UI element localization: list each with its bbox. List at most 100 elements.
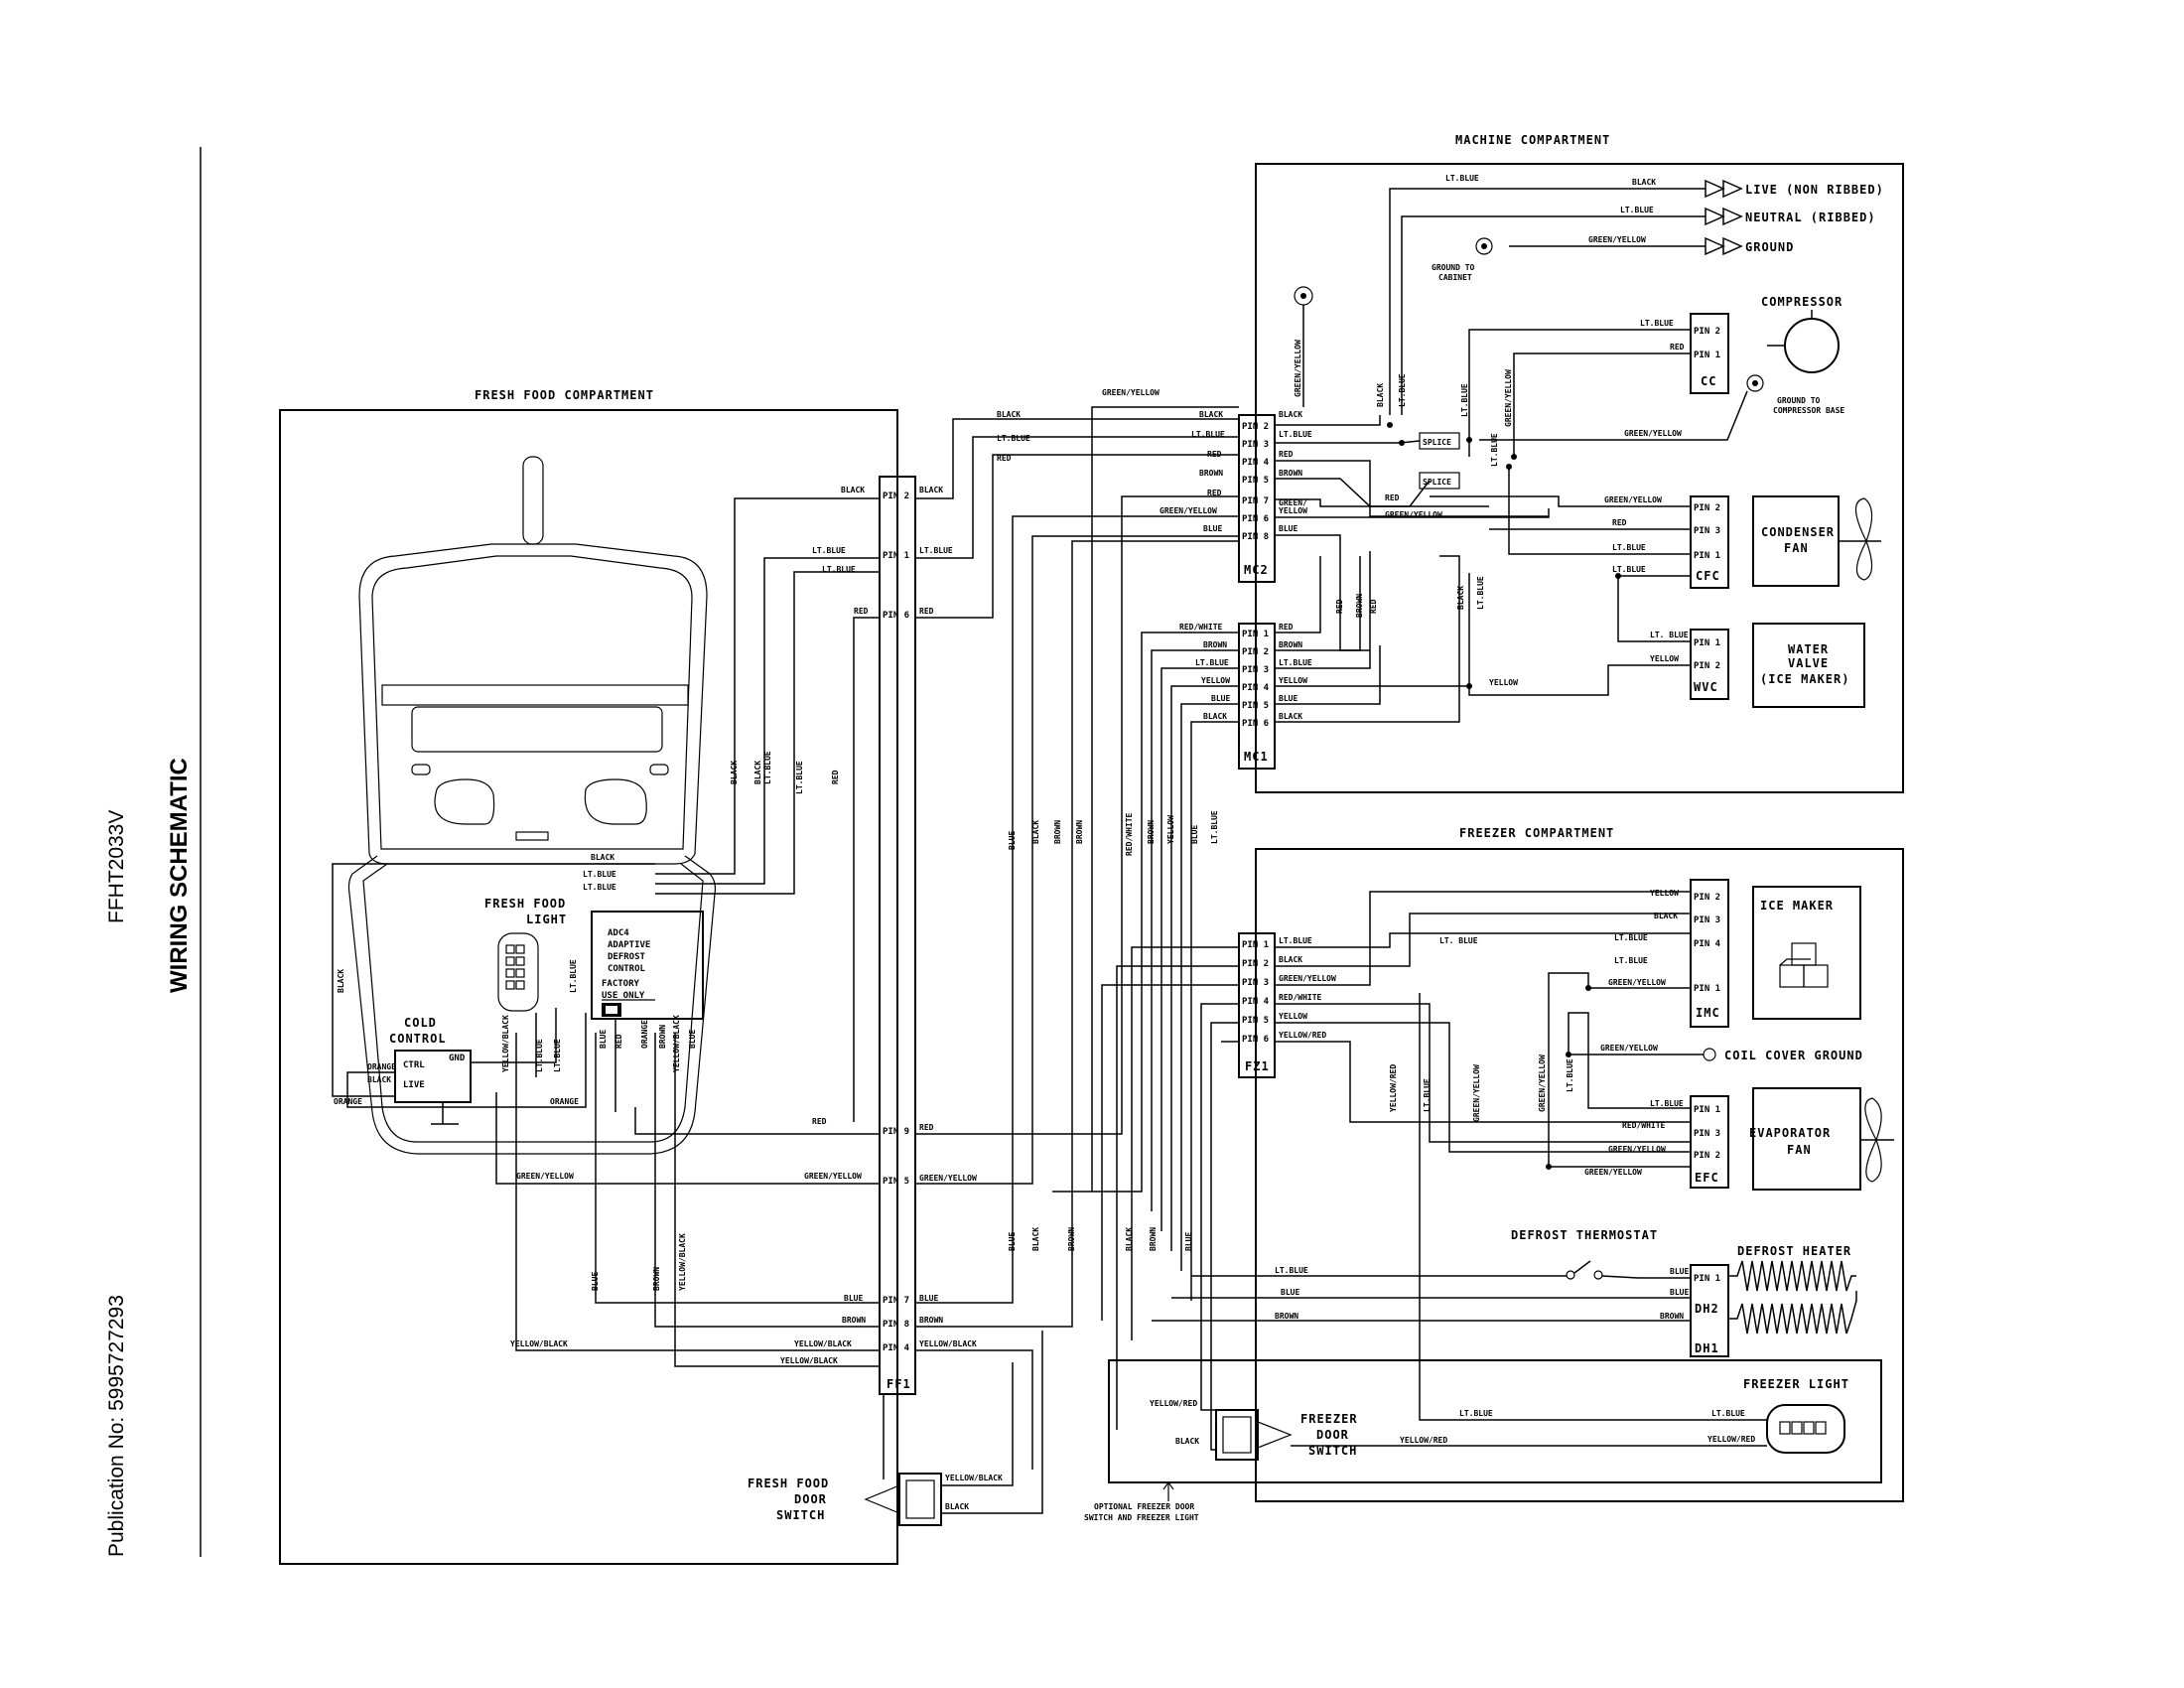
svg-text:CONDENSER: CONDENSER [1761,525,1835,539]
svg-text:CC: CC [1701,374,1716,388]
model-number: FFHT2033V [105,810,128,923]
svg-text:YELLOW/RED: YELLOW/RED [1150,1399,1197,1408]
svg-text:YELLOW: YELLOW [1279,1012,1307,1021]
svg-text:GROUND TO: GROUND TO [1432,263,1475,272]
coil-cover-ground: COIL COVER GROUND [1703,1048,1863,1062]
svg-text:COIL COVER GROUND: COIL COVER GROUND [1724,1049,1863,1062]
svg-text:LT.BLUE: LT.BLUE [812,546,846,555]
svg-text:CONTROL: CONTROL [608,964,646,974]
svg-text:PIN 7: PIN 7 [883,1296,909,1306]
svg-text:PIN 1: PIN 1 [1242,940,1269,950]
condenser-fan: PIN 2 PIN 3 PIN 1 CFC CONDENSER FAN [1690,495,1881,589]
svg-text:BLACK: BLACK [1125,1227,1134,1251]
svg-text:GROUND TO: GROUND TO [1777,396,1821,405]
svg-text:BROWN: BROWN [1279,469,1302,478]
svg-text:PIN 3: PIN 3 [1242,440,1269,450]
svg-text:LT.BLUE: LT.BLUE [1279,430,1312,439]
svg-text:LT.BLUE: LT.BLUE [1711,1409,1745,1418]
svg-text:BLUE: BLUE [1670,1288,1689,1297]
svg-text:BROWN: BROWN [1279,640,1302,649]
svg-text:PIN 8: PIN 8 [883,1320,909,1330]
svg-text:YELLOW: YELLOW [1279,506,1307,515]
svg-text:GREEN/YELLOW: GREEN/YELLOW [1160,506,1217,515]
svg-text:PIN 2: PIN 2 [1242,647,1269,657]
svg-text:LT.BLUE: LT.BLUE [763,751,772,784]
svg-text:ORANGE: ORANGE [367,1062,396,1071]
svg-text:BROWN: BROWN [1067,1227,1076,1251]
defrost-heater: PIN 1 DH2 DH1 DEFROST HEATER [1690,1244,1857,1357]
svg-text:LT.BLUE: LT.BLUE [1612,543,1646,552]
svg-text:BROWN: BROWN [1075,820,1084,844]
compressor: PIN 2 PIN 1 CC COMPRESSOR GROUND TO COMP… [1690,295,1844,415]
svg-text:PIN 2: PIN 2 [1694,503,1720,513]
svg-text:BLUE: BLUE [1281,1288,1299,1297]
svg-text:YELLOW/RED: YELLOW/RED [1707,1435,1755,1444]
svg-text:PIN 4: PIN 4 [1242,458,1270,468]
svg-text:DOOR: DOOR [1316,1428,1349,1442]
svg-text:BROWN: BROWN [919,1316,943,1325]
svg-text:BLACK: BLACK [1654,912,1678,920]
svg-text:SPLICE: SPLICE [1423,478,1451,487]
svg-text:FZ1: FZ1 [1245,1059,1270,1073]
svg-text:GREEN/YELLOW: GREEN/YELLOW [1584,1168,1642,1177]
svg-text:GREEN/YELLOW: GREEN/YELLOW [804,1172,862,1181]
svg-text:CABINET: CABINET [1438,273,1472,282]
svg-text:BLUE: BLUE [1279,694,1297,703]
svg-text:RED: RED [1279,623,1294,632]
svg-text:CFC: CFC [1696,569,1720,583]
svg-text:SPLICE: SPLICE [1423,438,1451,447]
splice-lower: SPLICE [1419,472,1460,490]
svg-text:BLACK: BLACK [1031,820,1040,844]
defrost-thermostat: DEFROST THERMOSTAT [1511,1228,1657,1280]
svg-text:BROWN: BROWN [1355,594,1364,618]
svg-text:BLUE: BLUE [1279,524,1297,533]
svg-text:BLACK: BLACK [1031,1227,1040,1251]
freezer-compartment-box [1255,848,1904,1502]
svg-text:BLACK: BLACK [1199,410,1223,419]
svg-text:RED: RED [919,607,934,616]
svg-text:BROWN: BROWN [1199,469,1223,478]
svg-text:PIN 3: PIN 3 [1242,978,1269,988]
svg-text:YELLOW/BLACK: YELLOW/BLACK [501,1015,510,1072]
svg-text:RED: RED [1670,343,1685,352]
svg-text:BLUE: BLUE [688,1030,697,1049]
svg-text:GROUND: GROUND [1745,240,1794,254]
svg-text:RED/WHITE: RED/WHITE [1279,993,1322,1002]
connector-mc2: MC2 [1238,414,1276,583]
svg-text:RED: RED [997,454,1012,463]
svg-text:SWITCH: SWITCH [776,1508,825,1522]
svg-text:PIN 4: PIN 4 [1242,683,1270,693]
svg-text:BROWN: BROWN [652,1267,661,1291]
fresh-food-compartment-box [279,409,898,1565]
svg-text:DEFROST HEATER: DEFROST HEATER [1737,1244,1851,1258]
fresh-food-door-switch: FRESH FOOD DOOR SWITCH [748,1473,942,1526]
svg-text:BLACK: BLACK [945,1502,969,1511]
side-title: WIRING SCHEMATIC [166,758,193,993]
svg-text:PIN 2: PIN 2 [1694,1151,1720,1161]
freezer-light: FREEZER LIGHT [1743,1377,1848,1454]
svg-text:PIN 1: PIN 1 [883,551,909,561]
machine-compartment-title: MACHINE COMPARTMENT [1455,133,1610,147]
svg-text:GREEN/YELLOW: GREEN/YELLOW [1604,495,1662,504]
svg-text:PIN 2: PIN 2 [1242,422,1269,432]
svg-text:PIN 2: PIN 2 [1694,661,1720,671]
svg-text:GREEN/YELLOW: GREEN/YELLOW [1279,974,1336,983]
svg-text:LT.BLUE: LT.BLUE [1279,658,1312,667]
svg-text:BLACK: BLACK [919,486,943,494]
svg-text:BROWN: BROWN [1147,820,1156,844]
svg-text:LT.BLUE: LT.BLUE [1476,576,1485,610]
svg-text:LT.BLUE: LT.BLUE [795,761,804,794]
svg-text:LT.BLUE: LT.BLUE [1614,956,1648,965]
svg-text:LT.BLUE: LT.BLUE [1191,430,1225,439]
svg-text:LT.BLUE: LT.BLUE [919,546,953,555]
svg-text:EFC: EFC [1695,1171,1719,1185]
svg-text:RED: RED [1612,518,1627,527]
svg-text:YELLOW/BLACK: YELLOW/BLACK [919,1339,977,1348]
svg-text:MC1: MC1 [1244,750,1269,764]
svg-text:GREEN/YELLOW: GREEN/YELLOW [1600,1044,1658,1053]
publication-number: Publication No: 5995727293 [105,1295,128,1557]
pin-labels-mc1: PIN 1 PIN 2 PIN 3 PIN 4 PIN 5 PIN 6 [1242,630,1270,729]
svg-text:FAN: FAN [1784,541,1809,555]
svg-text:PIN 9: PIN 9 [883,1127,909,1137]
